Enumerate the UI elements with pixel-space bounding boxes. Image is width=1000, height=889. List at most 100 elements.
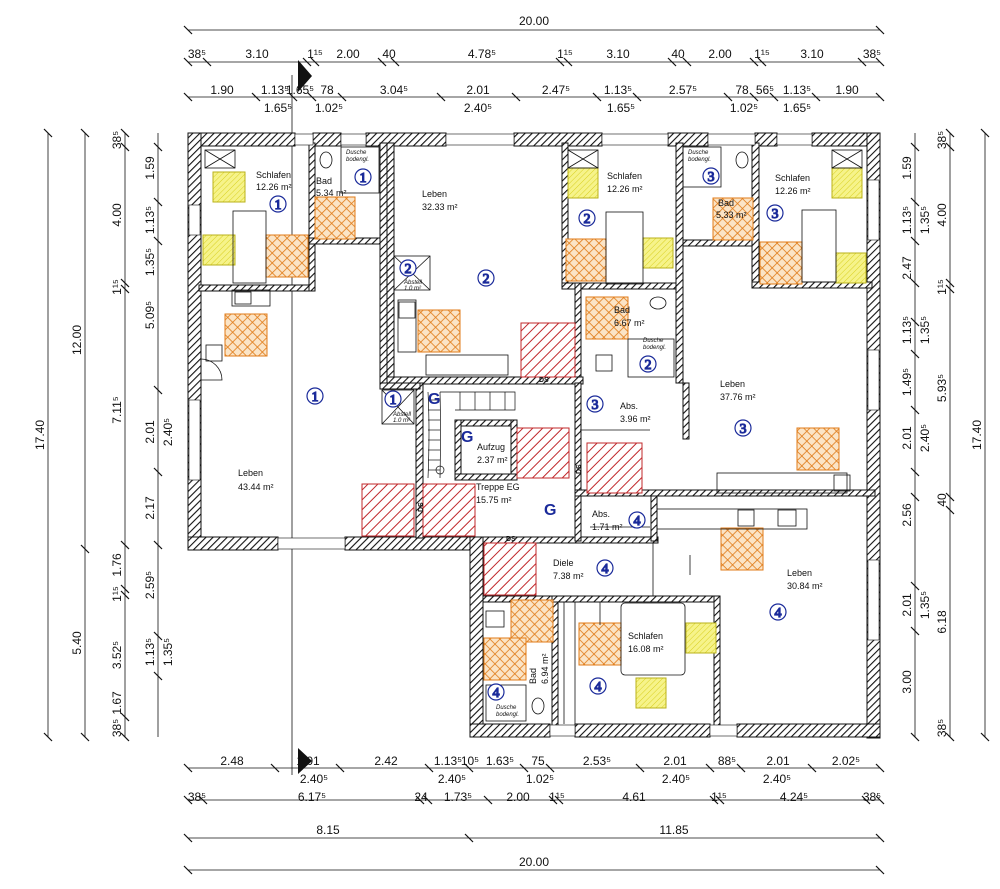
dim-top-r2a-5: 2.01 [466, 83, 490, 97]
sink-2 [595, 354, 613, 372]
dim-top-r2a-11: 1.13⁵ [783, 83, 811, 97]
dim-top-r2a-4: 3.04⁵ [380, 83, 408, 97]
room-area: 7.38 m² [553, 571, 584, 581]
dim-bot-r1a-2: 2.42 [374, 754, 398, 768]
bed-1 [232, 210, 267, 284]
dim-left-b-1: 4.00 [110, 203, 124, 227]
room-name: Diele [553, 558, 574, 568]
dim-bot-r3-1: 11.85 [659, 823, 688, 837]
dim-bot-r1b-0: 2.40⁵ [300, 772, 328, 786]
kitchen-3 [425, 354, 509, 376]
dim-left-b-3: 5.09⁵ [143, 301, 157, 329]
dim-top-r2a-6: 2.47⁵ [542, 83, 570, 97]
dim-bot-r1a-8: 2.01 [663, 754, 687, 768]
shower-label: Dusche [496, 705, 517, 711]
unit-markers: 1 1 1 1 2 2 2 2 3 3 3 3 4 4 4 4 4 [269, 167, 787, 702]
unit-marker-2: 2 [578, 209, 596, 228]
svg-text:1: 1 [390, 393, 397, 408]
unit-marker-1: 1 [269, 195, 287, 214]
room-name: Schlafen [628, 631, 663, 641]
room-area: 37.76 m² [720, 392, 756, 402]
dim-bot-r1a-6: 75 [531, 754, 545, 768]
dim-left-b-6: 1¹⁵ [110, 586, 124, 602]
section-arrow-bottom [298, 748, 312, 774]
dim-left-c-6: 2.59⁵ [143, 571, 157, 599]
dim-right-b-11: 1.35⁵ [918, 591, 932, 619]
ds-label: DS [576, 464, 583, 474]
room-area: 5.34 m² [316, 188, 347, 198]
ds-label: DS [539, 377, 549, 384]
ds-label: DS [418, 502, 425, 512]
dim-left-total: 17.40 [33, 420, 47, 450]
dim-top-r2b-3: 1.65⁵ [607, 101, 635, 115]
shower-4 [485, 684, 527, 722]
svg-text:4: 4 [775, 606, 782, 621]
dim-bot-r1a-9: 88⁵ [718, 754, 736, 768]
g-marker: G [544, 502, 556, 519]
room-name: Treppe EG [476, 482, 520, 492]
dim-bot-r2-9: 38⁵ [863, 790, 881, 804]
dim-top-r1-7: 3.10 [606, 47, 630, 61]
svg-text:2: 2 [405, 262, 412, 277]
dim-top-total: 20.00 [519, 14, 549, 28]
dim-bot-r2-2: 24 [414, 790, 428, 804]
room-area: 3.96 m² [620, 414, 651, 424]
dim-left-c-1: 1.13⁵ [143, 206, 157, 234]
room-labels: Schlafen 12.26 m² Bad 5.34 m² Leben 32.3… [238, 150, 823, 718]
room-area: 1.71 m² [592, 522, 623, 532]
sink-3 [737, 509, 755, 527]
dim-right-b-0: 1.59 [900, 156, 914, 180]
unit-marker-4: 4 [487, 683, 505, 702]
dimension-labels: 20.00 38⁵ 3.10 1¹⁵ 2.00 40 4.78⁵ 1¹⁵ 3.1… [33, 14, 984, 869]
sink-4 [485, 610, 505, 628]
dim-bot-r2-0: 38⁵ [188, 790, 206, 804]
dim-bot-r1a-0: 2.48 [220, 754, 244, 768]
unit-marker-4: 4 [596, 559, 614, 578]
abstell-label: Abstell [392, 412, 412, 418]
dim-bot-r1b-1: 2.40⁵ [438, 772, 466, 786]
dim-left-a-1: 5.40 [70, 631, 84, 655]
shower-label: Dusche [346, 150, 367, 156]
dim-top-r1-9: 2.00 [708, 47, 732, 61]
dim-bot-r1a-7: 2.53⁵ [583, 754, 611, 768]
dim-left-b-9: 38⁵ [110, 719, 124, 737]
room-name: Schlafen [607, 171, 642, 181]
toilet-3 [649, 296, 667, 310]
svg-text:2: 2 [645, 358, 652, 373]
toilet-1 [319, 151, 333, 169]
room-area: 6.94 m² [540, 653, 550, 684]
hob-1 [234, 291, 252, 305]
dim-top-r1-4: 40 [382, 47, 396, 61]
dim-right-a-4: 40 [935, 493, 949, 507]
dim-top-r2b-0: 1.65⁵ [264, 101, 292, 115]
room-name: Bad [614, 305, 630, 315]
hob-2 [398, 301, 416, 319]
room-area: 12.26 m² [256, 182, 292, 192]
dim-right-b-1: 1.13⁵ [900, 206, 914, 234]
room-name: Bad [528, 668, 538, 684]
dim-bot-r2-4: 2.00 [506, 790, 530, 804]
room-name: Bad [718, 198, 734, 208]
dim-left-b-7: 3.52⁵ [110, 641, 124, 669]
dim-bot-r2-5: 1¹⁵ [549, 790, 565, 804]
dim-left-c-7: 1.13⁵ [143, 638, 157, 666]
dim-left-b-5: 1.76 [110, 553, 124, 577]
shower-label: Dusche [643, 338, 664, 344]
dim-left-c-4: 2.40⁵ [161, 418, 175, 446]
kitchen-2 [397, 299, 417, 353]
dim-left-b-4: 7.11⁵ [110, 396, 124, 423]
room-area: 15.75 m² [476, 495, 512, 505]
dim-bot-total: 20.00 [519, 855, 549, 869]
svg-text:2: 2 [483, 272, 490, 287]
shower-label-2: bodengl. [688, 157, 711, 163]
dim-right-b-10: 2.01 [900, 593, 914, 617]
walls [187, 132, 881, 739]
dim-top-r1-2: 1¹⁵ [307, 47, 323, 61]
svg-text:4: 4 [493, 686, 500, 701]
dim-right-b-9: 2.56 [900, 503, 914, 527]
dim-right-a-6: 38⁵ [935, 719, 949, 737]
dim-left-c-5: 2.17 [143, 496, 157, 520]
bed-4 [620, 602, 686, 676]
section-line [291, 60, 312, 775]
svg-text:1: 1 [360, 171, 367, 186]
